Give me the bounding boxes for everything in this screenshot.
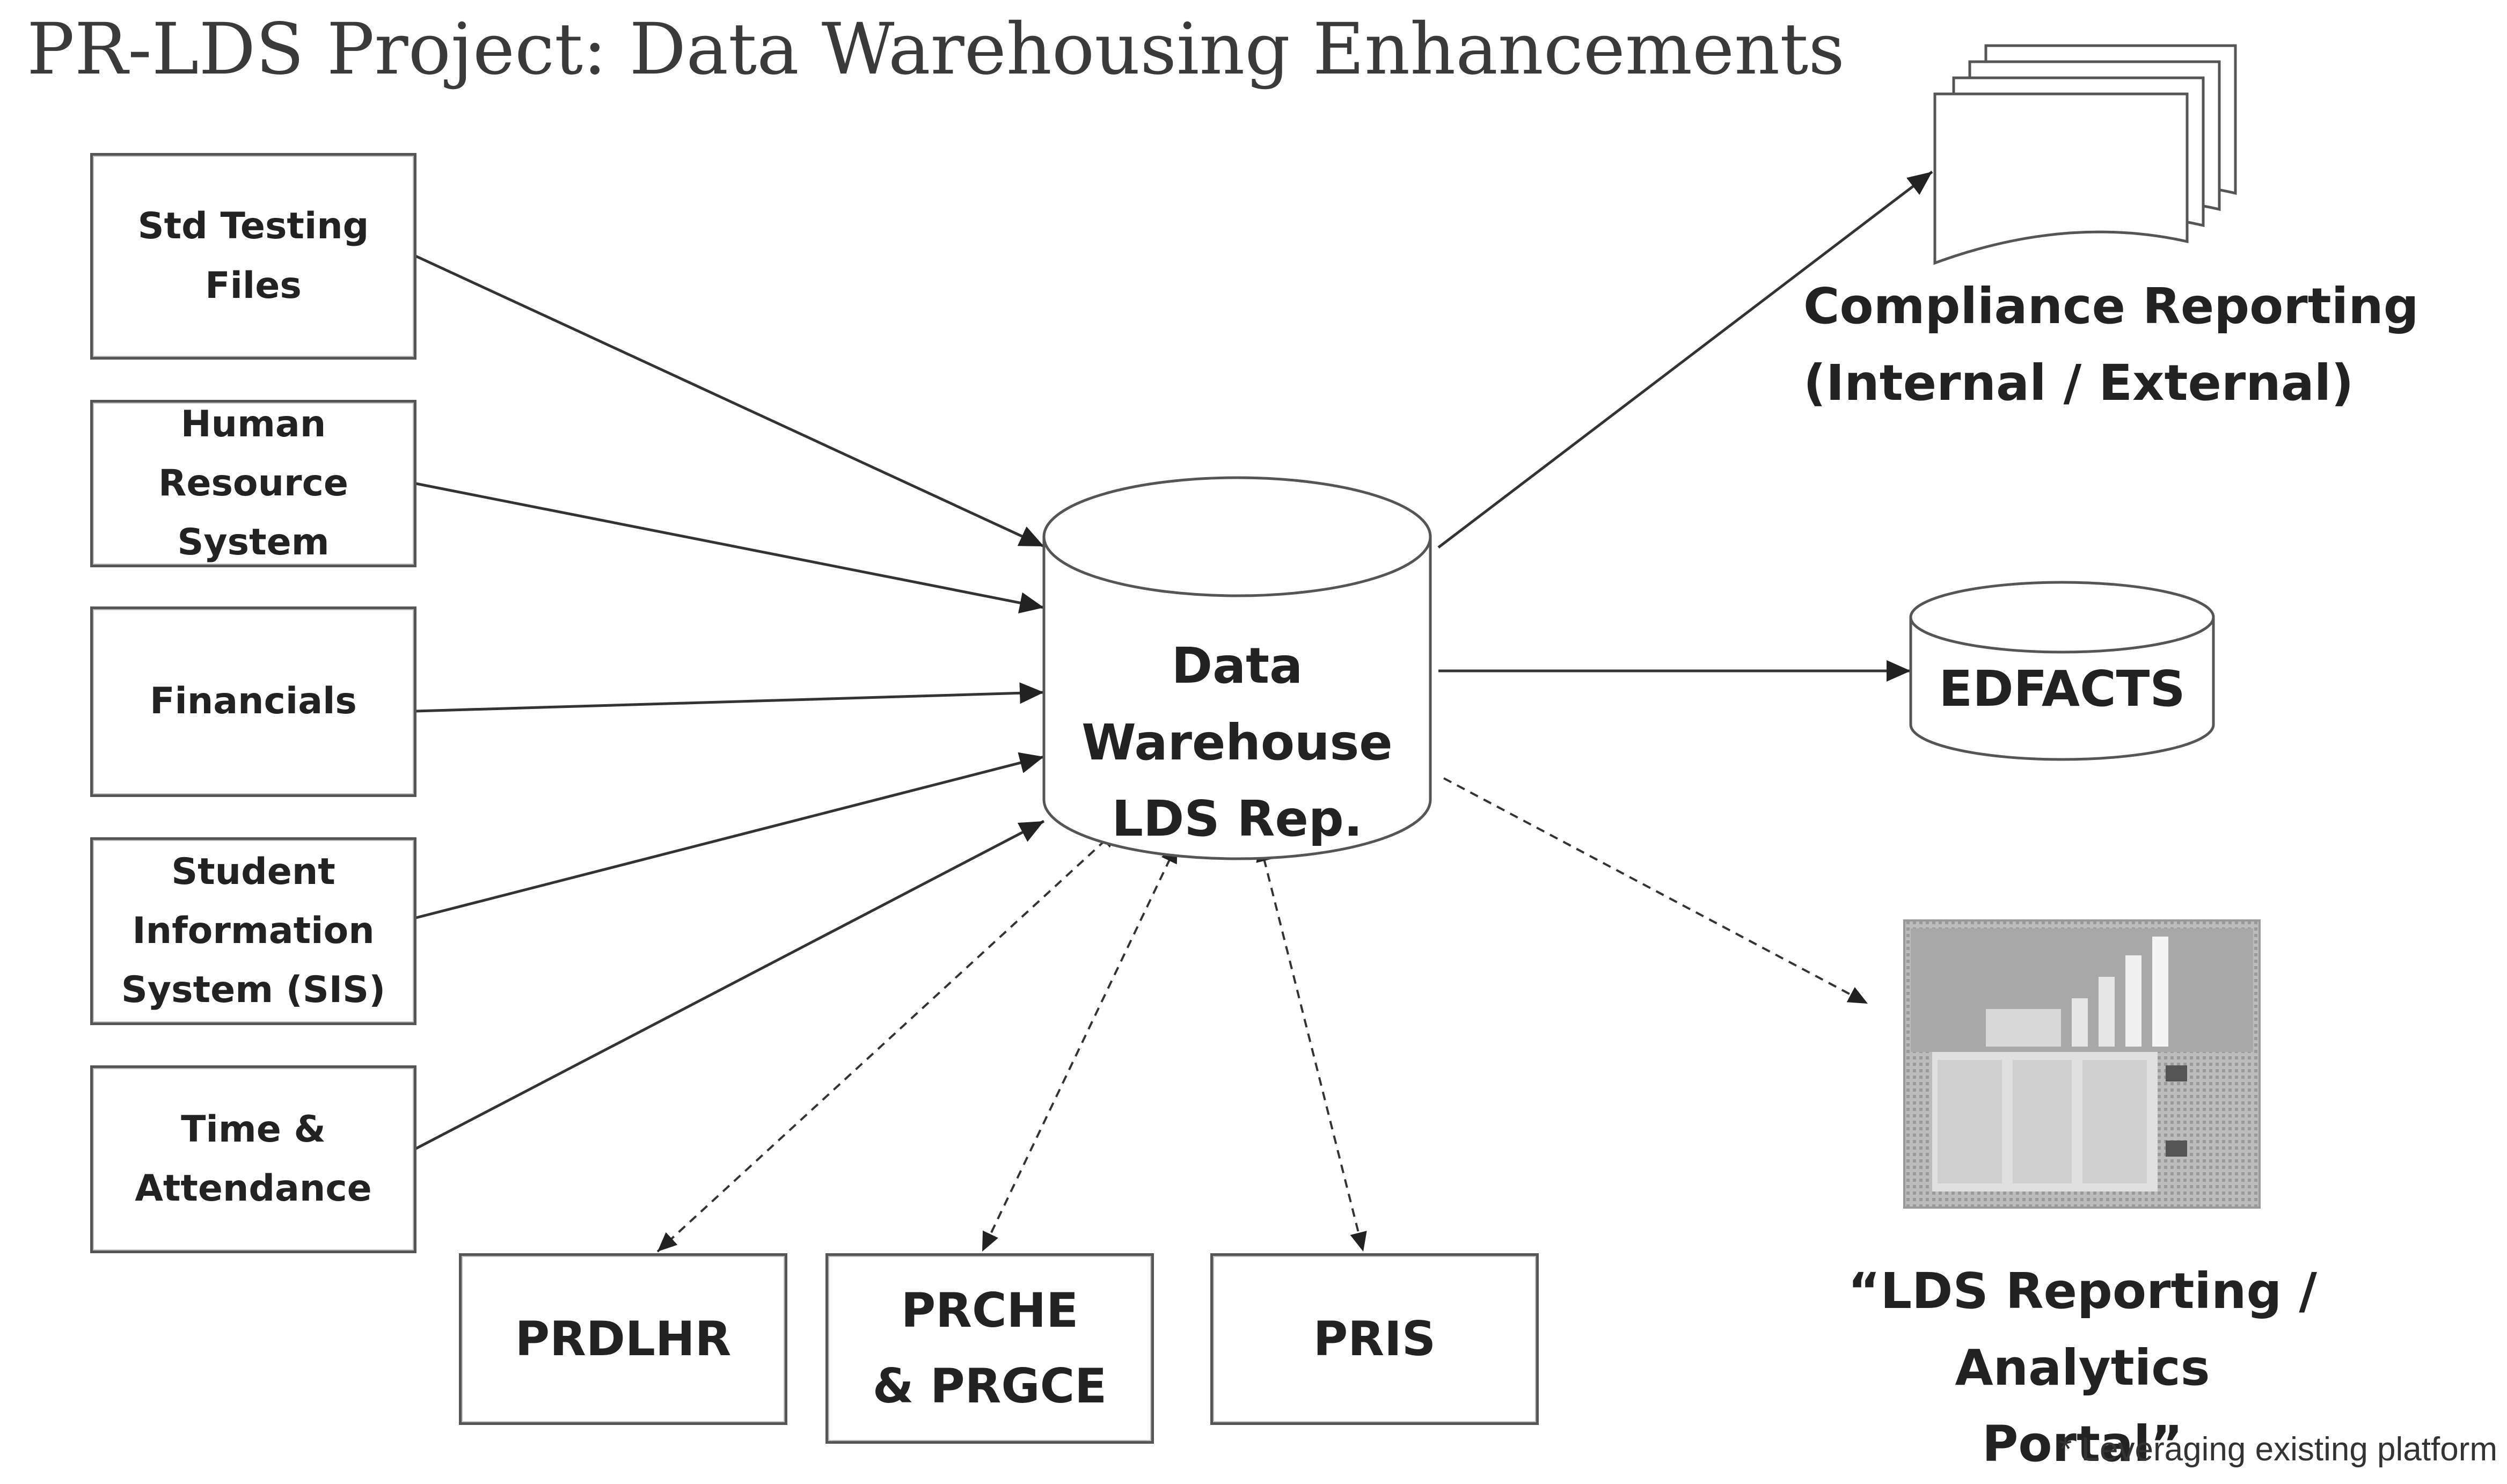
arrow-hr-to-warehouse [413,481,1044,613]
arrow-time-attendance-to-warehouse [415,820,1045,1150]
system-label: PRCHE & PRGCE [872,1282,1107,1414]
edfacts-label: EDFACTS [1939,660,2186,718]
system-pris: PRIS [1210,1253,1539,1425]
source-human-resource-system: Human Resource System [90,400,416,567]
analytics-portal-label: “LDS Reporting / Analytics Portal” [1848,1262,2317,1473]
edfacts-cylinder [1909,581,2215,761]
footnote: * Leveraging existing platform [2059,1431,2497,1468]
source-student-information-system: Student Information System (SIS) [90,837,416,1025]
source-label: Student Information System (SIS) [121,850,386,1012]
arrow-warehouse-prche [981,843,1178,1252]
arrow-financials-to-warehouse [415,682,1044,713]
arrow-warehouse-to-portal [1443,777,1868,1005]
arrow-sis-to-warehouse [415,752,1044,919]
compliance-reporting-label: Compliance Reporting (Internal / Externa… [1803,277,2419,412]
page-title: PR-LDS Project: Data Warehousing Enhance… [27,8,1845,91]
system-label: PRIS [1313,1311,1436,1366]
source-financials: Financials [90,606,416,797]
source-time-attendance: Time & Attendance [90,1065,416,1253]
source-label: Financials [150,680,357,723]
arrow-std-testing-to-warehouse [412,253,1045,548]
system-label: PRDLHR [515,1311,732,1366]
arrow-warehouse-to-compliance [1437,171,1933,549]
system-prdlhr: PRDLHR [459,1253,787,1425]
warehouse-label: Data Warehouse LDS Rep. [1081,637,1393,848]
source-label: Std Testing Files [137,205,369,307]
source-label: Time & Attendance [135,1108,372,1210]
arrow-warehouse-prdlhr [656,828,1119,1253]
arrow-warehouse-pris [1256,842,1367,1252]
system-prche-prgce: PRCHE & PRGCE [825,1253,1154,1444]
source-std-testing-files: Std Testing Files [90,153,416,360]
source-label: Human Resource System [158,403,349,564]
stacked-documents-icon [1933,44,2237,265]
data-warehouse-cylinder [1042,476,1432,860]
portal-screenshot-thumbnail [1903,919,2261,1209]
